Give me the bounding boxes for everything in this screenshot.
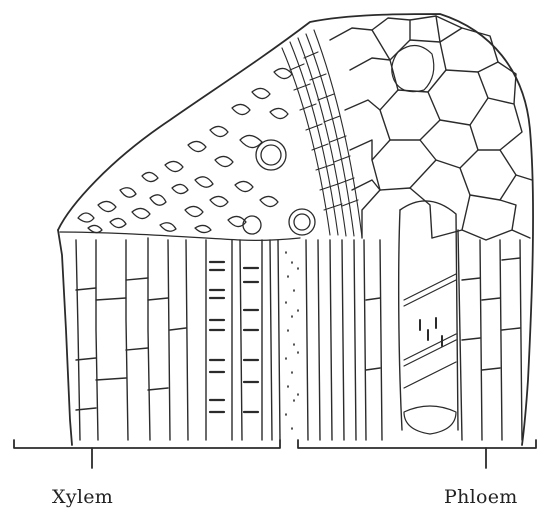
- phloem-upper-cells: [330, 16, 532, 240]
- xylem-upper-cells: [60, 68, 315, 240]
- phloem-lower-columns: [306, 201, 522, 440]
- cambium-band: [282, 30, 362, 237]
- phloem-label: Phloem: [444, 486, 518, 508]
- xylem-bracket: [14, 440, 280, 468]
- bundle-left-edge: [58, 230, 72, 445]
- xylem-lower-columns: [76, 238, 280, 440]
- phloem-bracket: [298, 440, 536, 468]
- cambium-stipple: [286, 252, 298, 429]
- xylem-label: Xylem: [52, 486, 113, 508]
